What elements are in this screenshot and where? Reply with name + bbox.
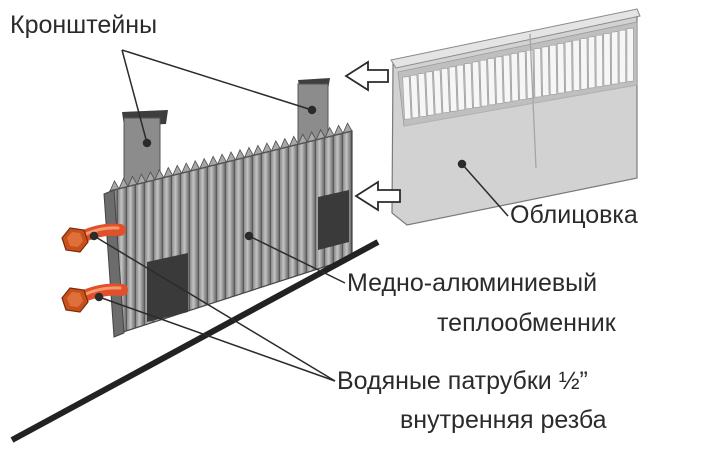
cladding-slot	[587, 36, 596, 89]
end-plate-right	[318, 190, 349, 250]
label-brackets: Кронштейны	[10, 11, 158, 39]
cladding-slot	[402, 76, 412, 120]
leader-lines	[89, 49, 509, 382]
cladding-slot	[479, 59, 489, 107]
cladding-slot	[572, 39, 581, 92]
cladding-slot	[456, 64, 466, 111]
cladding-slot	[502, 54, 512, 103]
cladding-slot	[518, 51, 527, 101]
cladding-slots	[402, 27, 634, 120]
water-pipe-upper	[61, 223, 126, 253]
label-water-pipes-line2: внутренняя резба	[400, 406, 607, 434]
cladding-slot	[564, 41, 573, 93]
cladding-slot	[495, 56, 504, 105]
end-plate-left	[147, 253, 188, 322]
water-pipe-lower	[61, 283, 128, 313]
cladding-slot	[425, 71, 435, 116]
cladding-slot	[595, 34, 604, 88]
cladding-slot	[611, 31, 619, 85]
cladding-slot	[433, 69, 443, 115]
cladding-slot	[626, 27, 634, 82]
cladding-slot	[603, 32, 611, 86]
label-heat-exchanger-line2: теплообменник	[437, 309, 616, 337]
cladding-panel	[390, 8, 641, 226]
cladding-slot	[448, 66, 458, 112]
cladding-slot	[580, 37, 588, 90]
cladding-slot	[541, 46, 550, 97]
cladding-slot	[487, 57, 496, 106]
cladding-slot	[549, 44, 558, 95]
cladding-slot	[557, 42, 565, 94]
floor-rail	[10, 239, 380, 443]
label-water-pipes-line1: Водяные патрубки ½”	[337, 367, 588, 395]
cladding-slot	[464, 62, 473, 110]
cladding-slot	[471, 61, 481, 108]
cladding-slot	[618, 29, 627, 84]
cladding-slot	[533, 47, 542, 98]
label-heat-exchanger-line1: Медно-алюминиевый	[347, 269, 598, 297]
cladding-slot	[441, 67, 450, 114]
label-cladding: Облицовка	[510, 201, 638, 229]
arrow-upper	[344, 60, 389, 92]
arrow-lower	[354, 180, 401, 212]
cladding-slot	[417, 72, 427, 118]
cladding-slot	[410, 74, 420, 119]
mount-arrows	[344, 60, 401, 212]
cladding-slot	[510, 52, 519, 102]
